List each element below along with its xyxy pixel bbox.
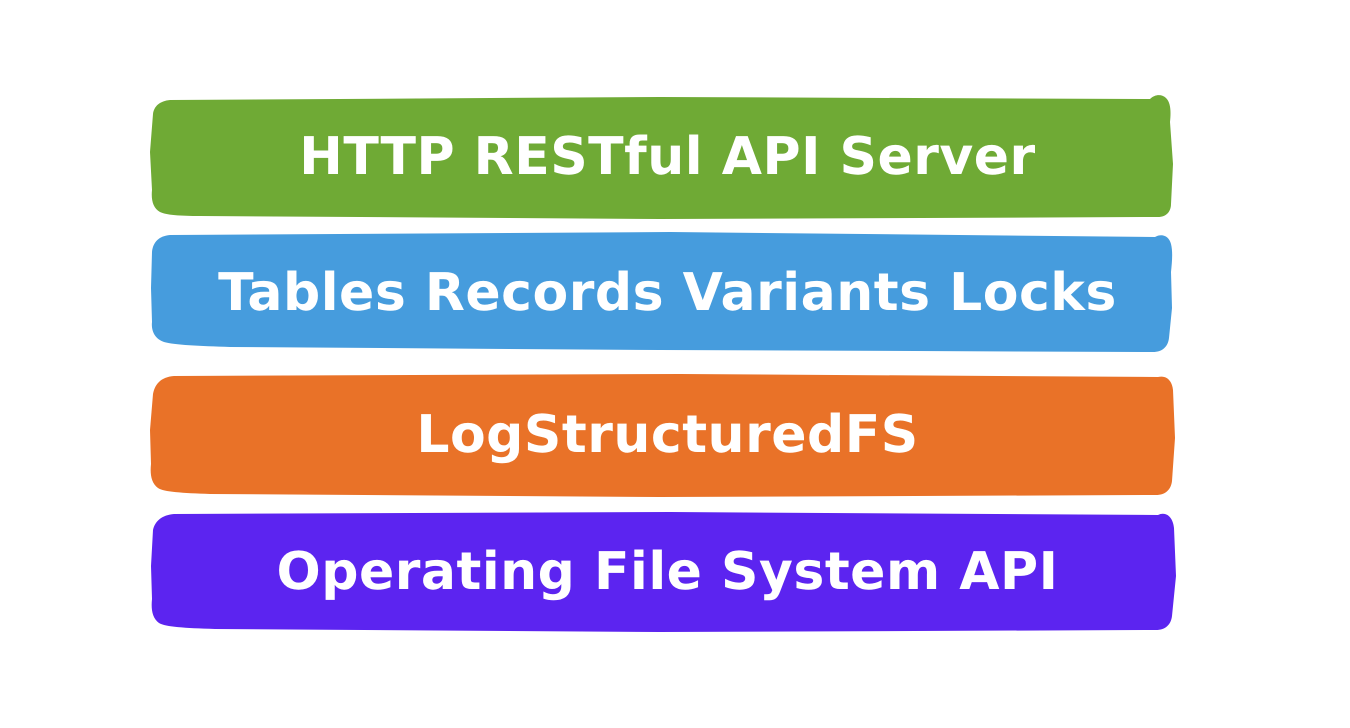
layer-log-structured-fs[interactable]: LogStructuredFS	[140, 368, 1195, 501]
layer-label: Operating File System API	[276, 542, 1059, 602]
layer-band-shape-blue	[151, 232, 1173, 352]
layer-label: LogStructuredFS	[416, 404, 919, 465]
layer-band-path	[150, 95, 1173, 219]
layer-band-shape-violet	[151, 512, 1176, 632]
layer-http-restful-api-server[interactable]: HTTP RESTful API Server	[140, 92, 1195, 222]
layer-tables-records-variants-locks[interactable]: Tables Records Variants Locks	[140, 228, 1195, 358]
layer-label: Tables Records Variants Locks	[218, 263, 1117, 323]
layer-band-path	[151, 232, 1173, 352]
layer-label: HTTP RESTful API Server	[299, 127, 1036, 187]
layer-operating-file-system-api[interactable]: Operating File System API	[140, 508, 1195, 636]
layer-band-shape-green	[150, 95, 1173, 219]
layer-band-path	[150, 374, 1175, 497]
layer-band-path	[151, 512, 1176, 632]
layer-band-shape-orange	[150, 374, 1175, 497]
